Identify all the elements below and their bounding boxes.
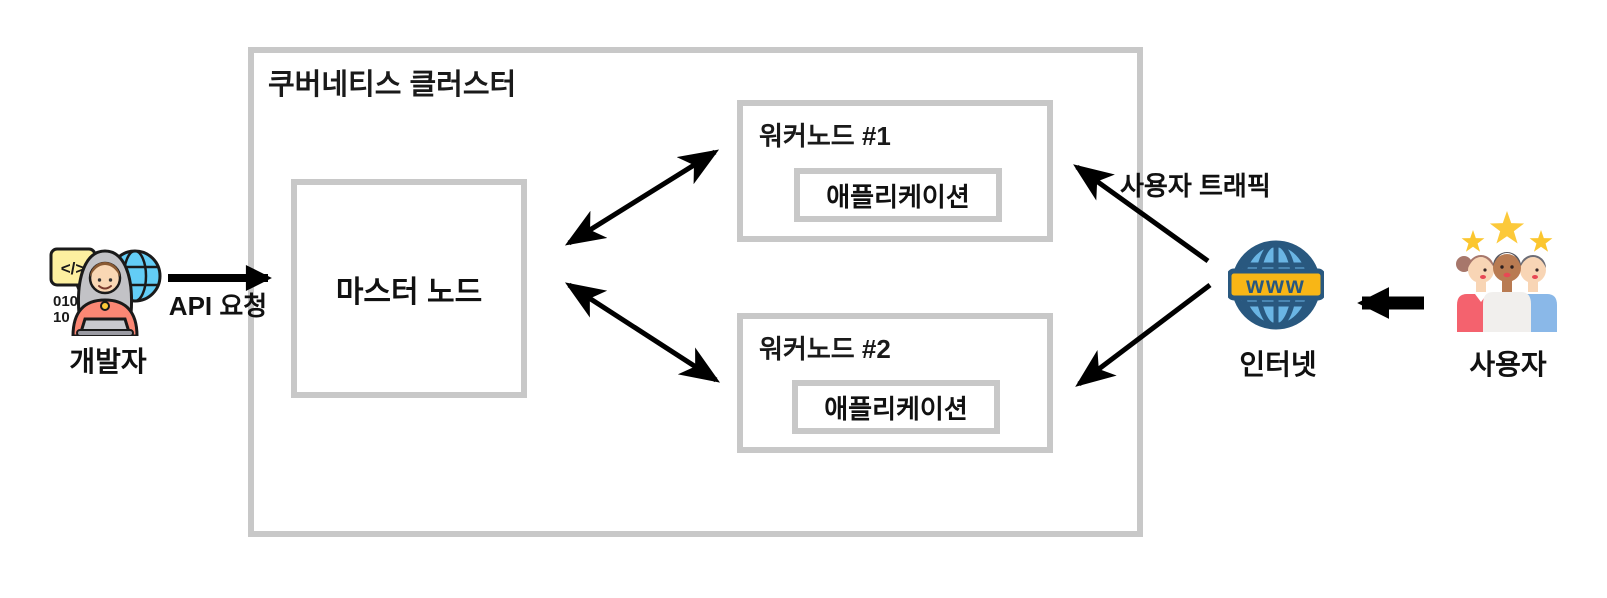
rating-stars-icon (1461, 211, 1553, 252)
application-1-label: 애플리케이션 (826, 181, 970, 212)
master-node-box: 마스터 노드 (291, 179, 527, 398)
application-box-2: 애플리케이션 (792, 380, 1000, 434)
worker-node-2-box: 워커노드 #2 애플리케이션 (737, 313, 1053, 453)
code-symbol: </> (61, 259, 86, 278)
kubernetes-cluster-box: 쿠버네티스 클러스터 마스터 노드 워커노드 #1 애플리케이션 워커노드 #2… (248, 47, 1143, 537)
cluster-title: 쿠버네티스 클러스터 (268, 69, 517, 101)
user-traffic-label: 사용자 트래픽 (1120, 171, 1271, 201)
globe-www-icon: www (1228, 240, 1324, 330)
worker-node-1-label: 워커노드 #1 (759, 121, 891, 151)
application-2-label: 애플리케이션 (824, 393, 968, 424)
application-box-1: 애플리케이션 (794, 168, 1002, 222)
developer-at-laptop-icon: </> 010 10 (49, 247, 162, 336)
internet-label: 인터넷 (1239, 349, 1317, 380)
developer-label: 개발자 (69, 346, 147, 377)
www-banner-text: www (1245, 272, 1306, 298)
api-request-label: API 요청 (168, 291, 268, 321)
user-middle (1483, 252, 1531, 332)
worker-node-2-label: 워커노드 #2 (759, 334, 891, 364)
worker-node-1-box: 워커노드 #1 애플리케이션 (737, 100, 1053, 242)
user-group-stars-icon (1456, 211, 1557, 332)
binary-line-2: 10 (53, 309, 70, 326)
users-label: 사용자 (1469, 349, 1547, 380)
master-node-label: 마스터 노드 (335, 275, 483, 309)
binary-line-1: 010 (53, 293, 78, 310)
